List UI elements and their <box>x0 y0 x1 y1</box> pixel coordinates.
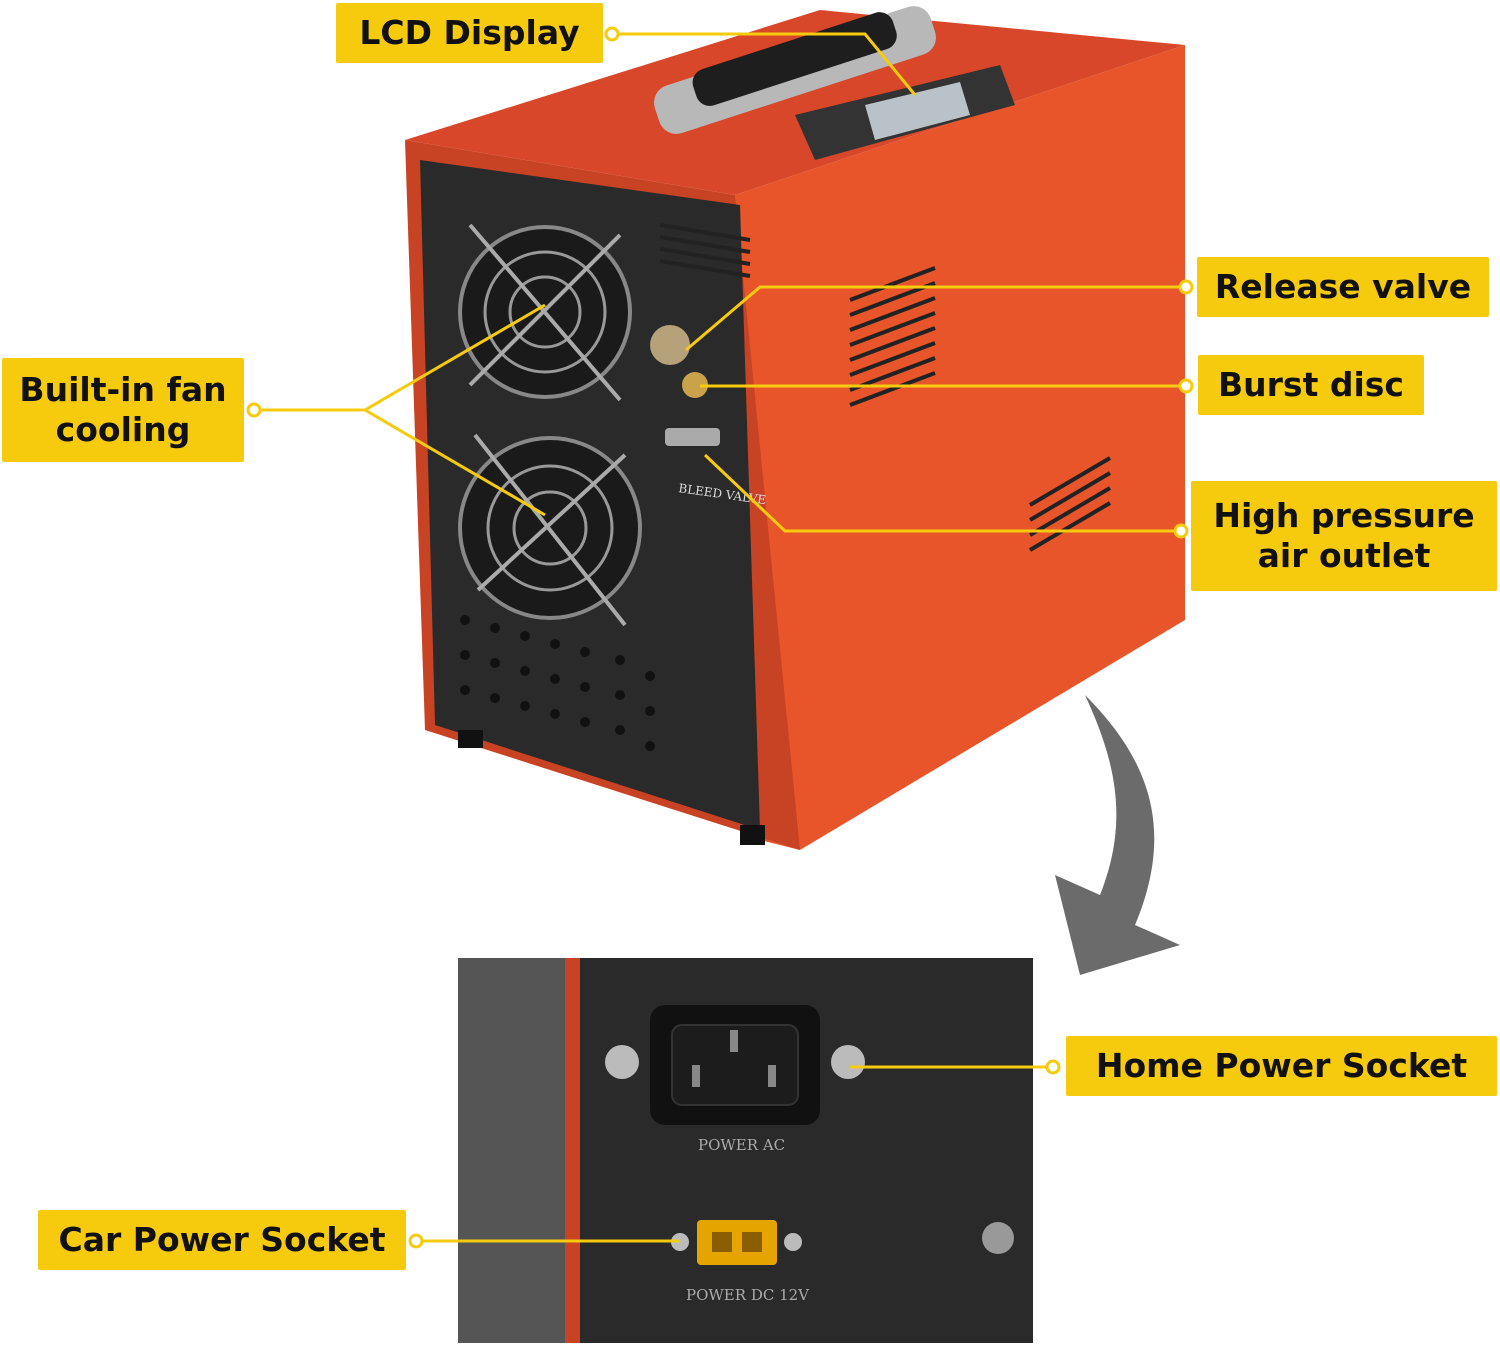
air-outlet-fitting <box>665 428 720 446</box>
leader-lines <box>254 32 1186 1243</box>
screw-icon <box>831 1045 865 1079</box>
power-panel-shadow <box>458 958 565 1343</box>
handle-grip <box>692 12 897 106</box>
ac-socket-opening <box>671 1024 799 1106</box>
air-outlet-label: High pressure air outlet <box>1213 496 1475 575</box>
screw-icon <box>605 1045 639 1079</box>
release-valve-label: Release valve <box>1214 267 1472 307</box>
lcd-display-label: LCD Display <box>359 13 580 53</box>
power-ac-text: POWER AC <box>698 1136 785 1154</box>
car-power-label: Car Power Socket <box>58 1220 386 1260</box>
screw-icon <box>982 1222 1014 1254</box>
lcd-glass <box>865 82 970 140</box>
home-power-callout: Home Power Socket <box>1066 1036 1497 1096</box>
zoom-arrow-icon <box>1055 695 1180 975</box>
fan-cooling-label: Built-in fan cooling <box>19 370 227 449</box>
ac-pin <box>768 1065 776 1087</box>
burst-disc-callout: Burst disc <box>1198 355 1424 415</box>
car-power-callout: Car Power Socket <box>38 1210 406 1270</box>
dc-pin <box>742 1232 762 1252</box>
power-panel-edge <box>565 958 580 1343</box>
release-valve-knob <box>650 325 690 365</box>
lower-fan <box>458 433 642 627</box>
foot <box>740 825 765 845</box>
dc-pin <box>712 1232 732 1252</box>
foot <box>458 730 483 748</box>
vent-holes <box>460 615 655 751</box>
screw-icon <box>784 1233 802 1251</box>
compressor-side-panel <box>735 45 1185 850</box>
burst-disc-fitting <box>682 372 708 398</box>
dc-socket <box>697 1220 777 1265</box>
air-outlet-callout: High pressure air outlet <box>1191 481 1497 591</box>
burst-disc-label: Burst disc <box>1218 365 1404 405</box>
lcd-display-callout: LCD Display <box>336 3 603 63</box>
ac-pin <box>692 1065 700 1087</box>
release-valve-callout: Release valve <box>1197 257 1489 317</box>
ac-pin <box>730 1030 738 1052</box>
home-power-label: Home Power Socket <box>1095 1046 1468 1086</box>
leader-dots <box>246 26 1194 1249</box>
side-vents <box>659 223 1112 552</box>
power-dc-text: POWER DC 12V <box>686 1286 810 1304</box>
upper-fan <box>458 223 632 402</box>
fan-cooling-callout: Built-in fan cooling <box>2 358 244 462</box>
compressor-top-panel <box>405 10 1185 195</box>
